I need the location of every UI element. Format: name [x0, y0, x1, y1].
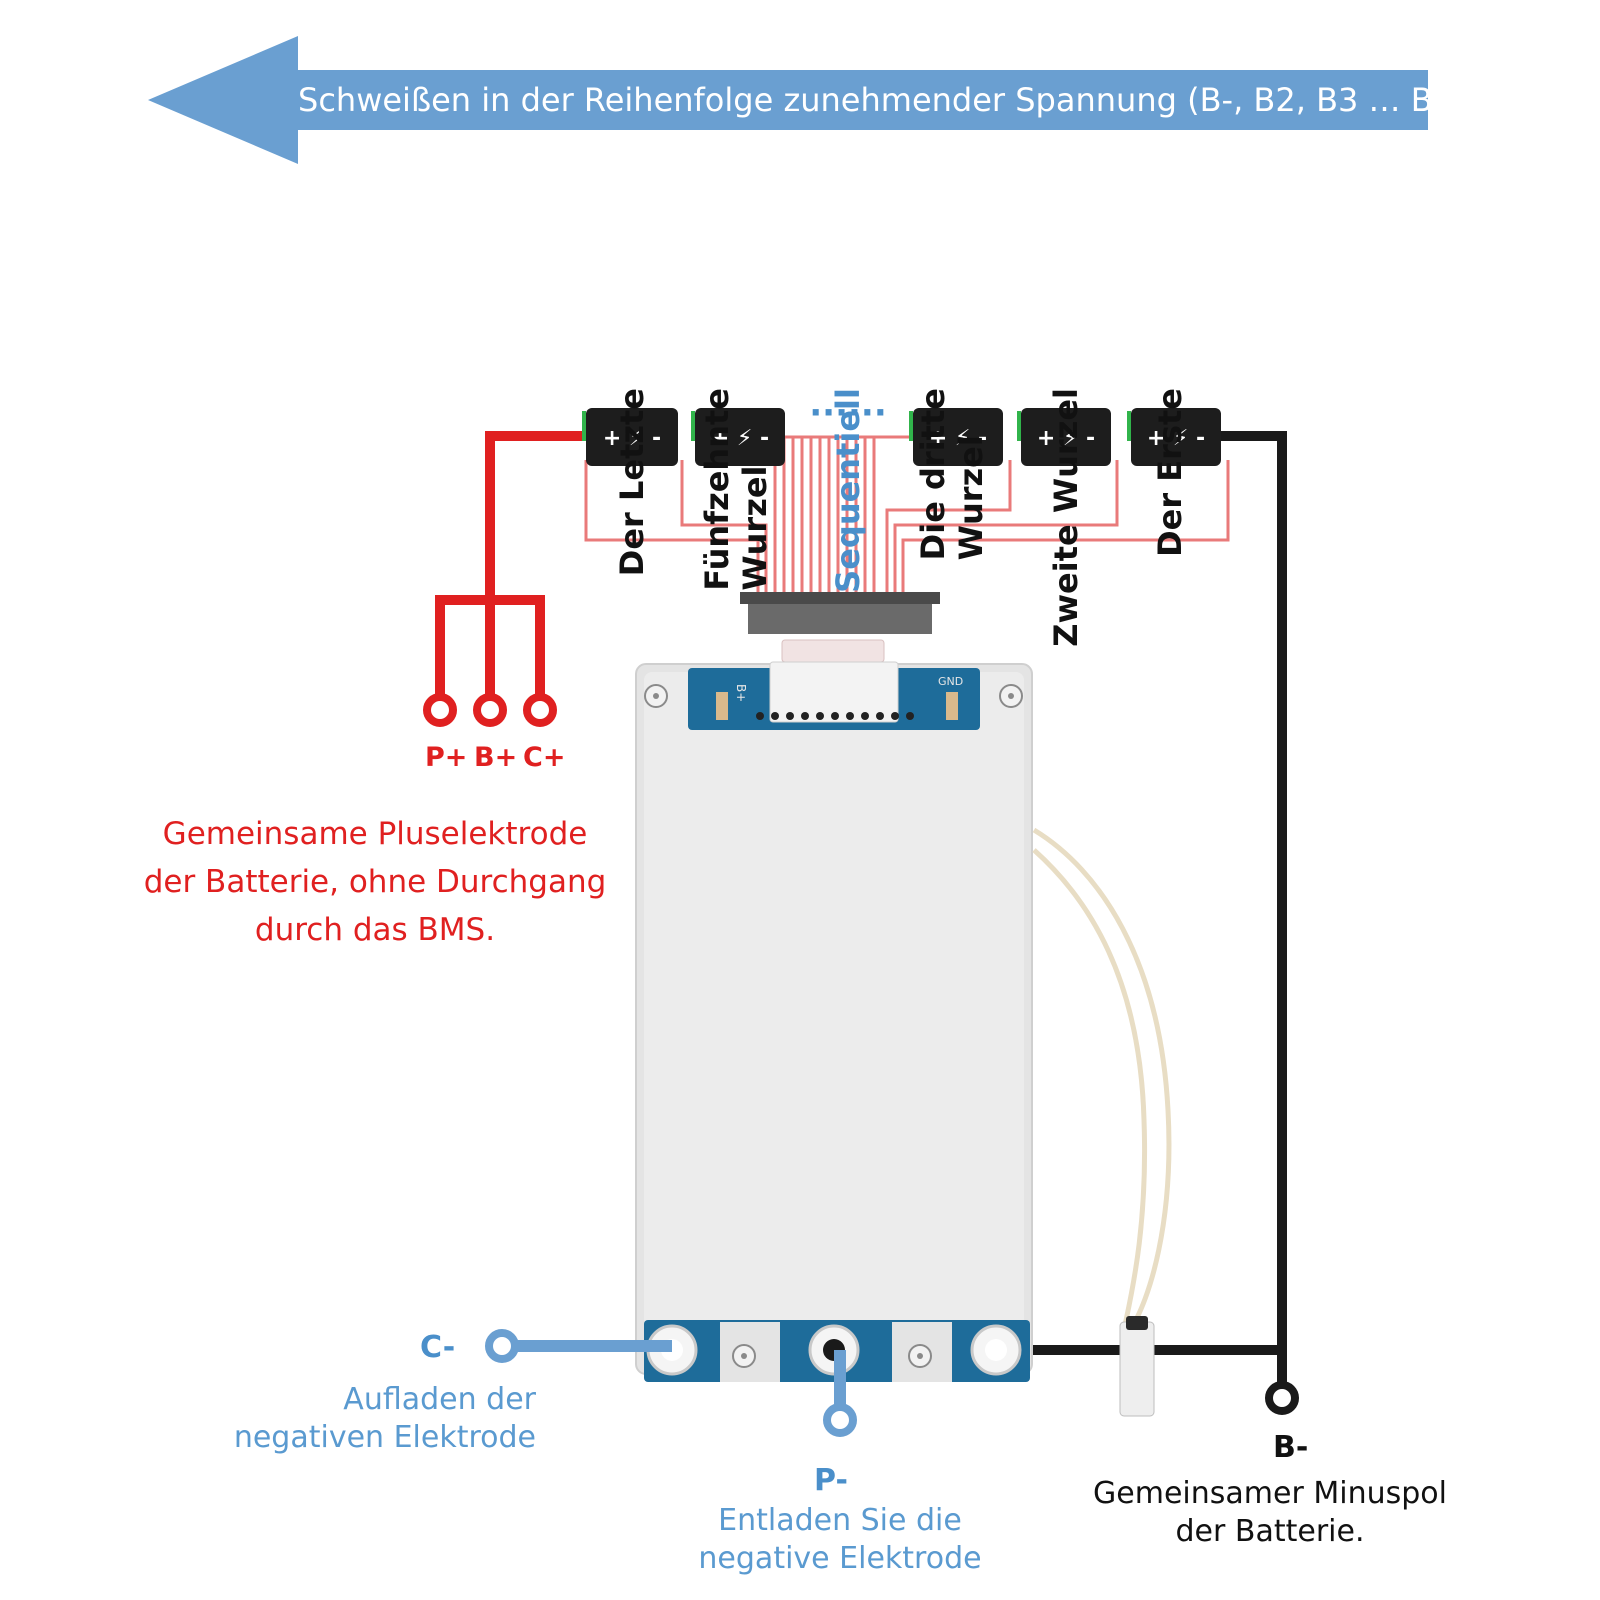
- board-label-gnd: GND: [938, 675, 963, 688]
- cell-symbol: + ⚡ -: [1147, 426, 1205, 451]
- pad-b-minus: [970, 1324, 1022, 1376]
- cell-dritte: [909, 408, 1003, 466]
- board-label-bplus: B+: [734, 684, 748, 702]
- sense-wires: [584, 435, 1230, 592]
- temperature-sensor: [1119, 1316, 1155, 1417]
- cell-label-erste: Der Erste: [1151, 388, 1189, 557]
- cell-fuenfzehnte: [691, 408, 785, 466]
- b-minus-terminal: [1265, 1381, 1299, 1415]
- positive-terminals: [423, 693, 557, 727]
- cell-symbol: + ⚡ -: [929, 426, 987, 451]
- cell-erste: [1127, 408, 1221, 466]
- p-minus-description: Entladen Sie die negative Elektrode: [698, 1503, 982, 1576]
- cell-der-letzte: [582, 408, 678, 466]
- temperature-sensor-wires: [1032, 827, 1172, 1332]
- mount-screw-top-right: [999, 684, 1023, 708]
- cell-zweite: [1017, 408, 1111, 466]
- cell-label-line: Die dritte: [914, 388, 952, 561]
- cell-symbol: + ⚡ -: [1037, 426, 1095, 451]
- ellipsis-dots: ······: [809, 393, 887, 433]
- c-minus-label: C-: [420, 1330, 456, 1365]
- cell-label-line: Der Letzte: [613, 388, 651, 577]
- mount-screw-bottom-left: [732, 1344, 756, 1368]
- cell-symbol: + ⚡ -: [711, 426, 769, 451]
- balance-plug-top: [740, 592, 940, 604]
- positive-bus: [435, 431, 590, 700]
- welding-order-label: Schweißen in der Reihenfolge zunehmender…: [298, 81, 1472, 119]
- cell-label-line: Der Erste: [1151, 388, 1189, 557]
- cell-label-line: Zweite Wurzel: [1047, 388, 1085, 647]
- pin-label-c-plus: C+: [523, 742, 566, 773]
- pin-label-b-plus: B+: [474, 742, 518, 773]
- cell-label-line: Fünfzehnte: [698, 388, 736, 591]
- b-minus-description: Gemeinsamer Minuspol der Batterie.: [1093, 1476, 1447, 1549]
- cell-label-dritte: Die dritte Wurzel: [914, 388, 990, 560]
- pin-label-p-plus: P+: [425, 742, 468, 773]
- direction-arrow: [148, 36, 1428, 164]
- bms-board-shade: [644, 672, 1024, 1332]
- positive-common-note: Gemeinsame Pluselektrode der Batterie, o…: [143, 816, 607, 948]
- mount-screw-bottom-right: [908, 1344, 932, 1368]
- negative-bus: [1220, 431, 1287, 1386]
- p-minus-label: P-: [814, 1463, 848, 1498]
- cell-symbol: + ⚡ -: [603, 426, 661, 451]
- cell-label-der-letzte: Der Letzte: [613, 388, 651, 576]
- balance-plug-body: [748, 604, 932, 634]
- cell-label-line: Wurzel: [952, 435, 990, 561]
- cell-label-zweite: Zweite Wurzel: [1047, 388, 1085, 647]
- cell-label-fuenfzehnte: Fünfzehnte Wurzel: [698, 388, 774, 591]
- cell-label-line: Sequentiell: [829, 388, 867, 593]
- balance-socket: [769, 661, 899, 723]
- c-minus-terminal: [485, 1329, 519, 1363]
- c-minus-description: Aufladen der negativen Elektrode: [233, 1382, 536, 1455]
- balance-socket-top: [781, 639, 885, 663]
- mount-screw-top-left: [644, 684, 668, 708]
- b-minus-label: B-: [1273, 1430, 1309, 1465]
- cell-label-sequentiell: Sequentiell: [829, 388, 867, 593]
- p-minus-terminal: [823, 1403, 857, 1437]
- cell-label-line: Wurzel: [736, 465, 774, 591]
